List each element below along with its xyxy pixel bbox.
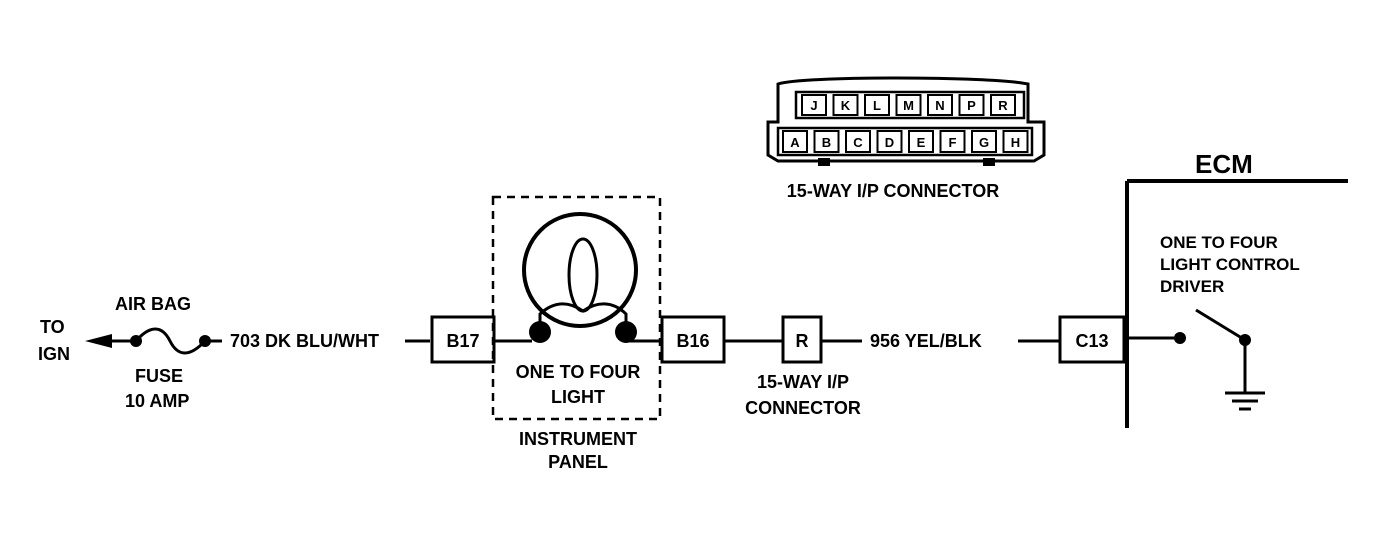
connector-r-caption-line2: CONNECTOR [745,398,861,418]
fuse-label-line1: FUSE [135,366,183,386]
connector-pin-cell [895,94,922,116]
connector-pin-label: F [949,135,957,150]
connector-pin-cell [832,94,859,116]
fuse-top-label: AIR BAG [115,294,191,314]
connector-pins-bottom-row: A B C D E F G H [782,130,1029,153]
connector-pin-label: E [917,135,926,150]
ground-icon [1225,340,1265,411]
connector-pin-label: B [822,135,831,150]
ecm-boundary [1125,179,1348,428]
connector-pin-cell [990,94,1016,116]
connector-pin-label: G [979,135,989,150]
light-bulb-icon [522,212,638,343]
connector-pin-cell [958,94,985,116]
connector-pin-label: C [853,135,863,150]
connector-pin-label: K [841,98,851,113]
driver-label-line1: ONE TO FOUR [1160,233,1278,252]
connector-pin-cell [1002,130,1029,153]
connector-end-view-label: 15-WAY I/P CONNECTOR [787,181,999,201]
connector-pin-label: H [1011,135,1020,150]
connector-c13-box [1058,315,1126,364]
connector-r-label: R [796,331,809,351]
connector-r-caption-line1: 15-WAY I/P [757,372,849,392]
driver-label-line2: LIGHT CONTROL [1160,255,1300,274]
connector-c13-label: C13 [1075,331,1108,351]
bulb-label-line2: LIGHT [551,387,605,407]
connector-pin-label: L [873,98,881,113]
connector-pin-cell [908,130,934,153]
connector-pin-cell [939,130,966,153]
wire-703-label: 703 DK BLU/WHT [230,331,379,351]
connector-pin-cell [927,94,953,116]
bulb-label-line1: ONE TO FOUR [516,362,641,382]
connector-b16-box [660,315,726,364]
fuse-label-line2: 10 AMP [125,391,189,411]
ecm-label: ECM [1195,149,1253,179]
arrow-left-icon [85,334,135,348]
connector-end-view: J K L M N P R A B C D E F G H [766,76,1046,166]
connector-pin-cell [782,130,808,153]
connector-pin-cell [864,94,890,116]
instrument-panel-label-line1: INSTRUMENT [519,429,637,449]
connector-pin-cell [801,94,827,116]
connector-pin-label: J [810,98,817,113]
fuse-symbol [130,327,211,355]
connector-pin-cell [876,130,903,153]
to-ign-label-line1: TO [40,317,65,337]
switch-icon [1124,308,1251,346]
to-ign-label-line2: IGN [38,344,70,364]
connector-pin-cell [813,130,840,153]
connector-pin-cell [845,130,871,153]
connector-pin-label: M [903,98,914,113]
driver-label-line3: DRIVER [1160,277,1224,296]
connector-pin-label: D [885,135,894,150]
connector-pin-label: P [967,98,976,113]
connector-b16-label: B16 [676,331,709,351]
connector-pin-label: N [935,98,944,113]
connector-pin-label: A [790,135,800,150]
connector-b17-label: B17 [446,331,479,351]
connector-pin-label: R [998,98,1008,113]
wire-956-label: 956 YEL/BLK [870,331,982,351]
instrument-panel-label-line2: PANEL [548,452,608,472]
connector-pin-cell [971,130,997,153]
